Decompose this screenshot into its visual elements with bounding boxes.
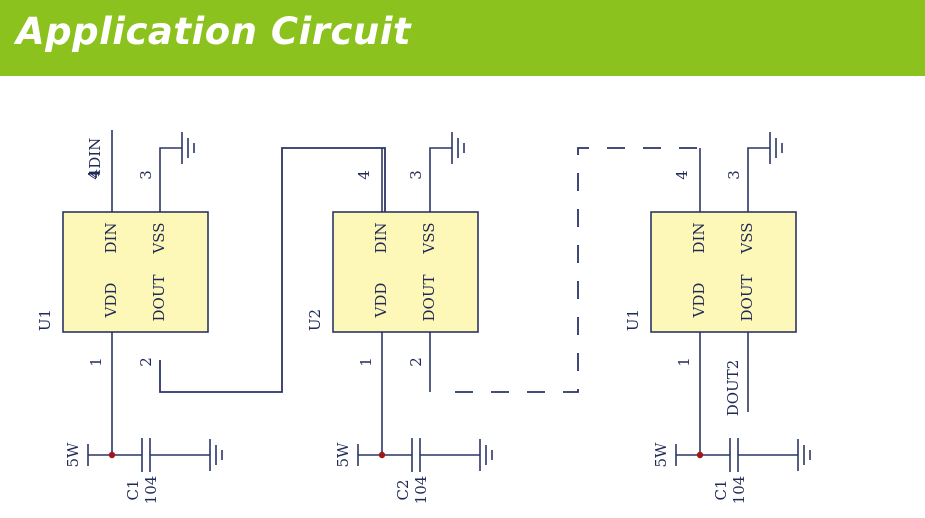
pin-number-vss: 3 — [725, 170, 743, 180]
pin-number-dout: 2 — [407, 357, 425, 367]
header-banner: Application Circuit — [0, 0, 925, 76]
net-label-output: DOUT2 — [724, 360, 742, 417]
junction-dot — [108, 451, 116, 459]
pin-name-dout: DOUT — [420, 275, 438, 322]
supply-label: 5W — [64, 442, 82, 468]
vss-pin-wire — [747, 147, 770, 212]
pin-name-din: DIN — [102, 222, 120, 253]
pin-name-vdd: VDD — [102, 283, 120, 319]
pin-number-vss: 3 — [137, 170, 155, 180]
page-title: Application Circuit — [16, 10, 412, 53]
pin-number-din: 4 — [673, 170, 691, 180]
capacitor-value: 104 — [142, 476, 160, 505]
pin-number-vdd: 1 — [675, 357, 693, 367]
ic-designator: U1 — [36, 309, 54, 331]
junction-dot — [696, 451, 704, 459]
pin-name-vss: VSS — [150, 222, 168, 254]
pin-name-vdd: VDD — [690, 283, 708, 319]
junction-dot — [378, 451, 386, 459]
ground-symbol-cap — [479, 439, 493, 471]
capacitor-ref: C1 — [124, 479, 142, 500]
pin-name-din: DIN — [372, 222, 390, 253]
ic-designator: U1 — [624, 309, 642, 331]
pin-number-vdd: 1 — [357, 357, 375, 367]
pin-name-vss: VSS — [420, 222, 438, 254]
capacitor-ref: C1 — [712, 479, 730, 500]
pin-name-dout: DOUT — [738, 275, 756, 322]
vss-pin-wire — [159, 147, 182, 212]
pin-name-din: DIN — [690, 222, 708, 253]
pin-number-vss: 3 — [407, 170, 425, 180]
ground-symbol-cap — [797, 439, 811, 471]
vss-pin-wire — [429, 147, 452, 212]
ic-body — [650, 211, 797, 333]
pin-number-din: 4 — [85, 170, 103, 180]
capacitor-value: 104 — [412, 476, 430, 505]
ground-symbol-vss — [181, 132, 195, 164]
pin-number-din: 4 — [355, 170, 373, 180]
net-label-input: 4DIN — [86, 138, 104, 179]
ic-body — [332, 211, 479, 333]
ground-symbol-vss — [451, 132, 465, 164]
supply-label: 5W — [652, 442, 670, 468]
capacitor-value: 104 — [730, 476, 748, 505]
pin-name-vss: VSS — [738, 222, 756, 254]
capacitor-ref: C2 — [394, 479, 412, 500]
ground-symbol-vss — [769, 132, 783, 164]
ground-symbol-cap — [209, 439, 223, 471]
ic-designator: U2 — [306, 309, 324, 331]
pin-number-vdd: 1 — [87, 357, 105, 367]
pin-number-dout: 2 — [137, 357, 155, 367]
pin-name-vdd: VDD — [372, 283, 390, 319]
ic-body — [62, 211, 209, 333]
supply-label: 5W — [334, 442, 352, 468]
wire-dout1-to-din2 — [159, 147, 386, 393]
pin-name-dout: DOUT — [150, 275, 168, 322]
